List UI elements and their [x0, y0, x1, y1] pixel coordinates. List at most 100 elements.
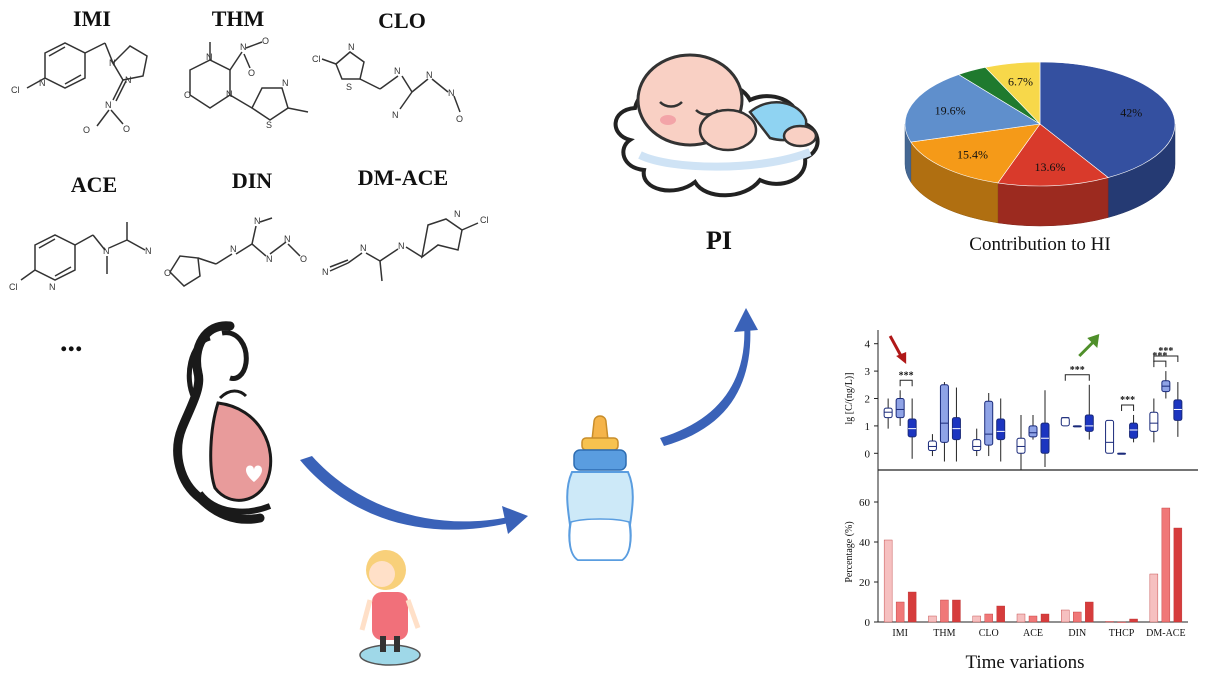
box-rect [996, 418, 1006, 441]
svg-text:N: N [284, 234, 291, 244]
bar [1040, 613, 1050, 623]
significance-bracket [1064, 374, 1090, 381]
bar-ylabel: Percentage (%) [844, 521, 855, 582]
box-ytick-label-4: 4 [865, 339, 871, 351]
svg-text:Cl: Cl [11, 85, 20, 95]
bar [1173, 527, 1183, 623]
box-rect [1016, 437, 1026, 454]
bar [972, 615, 981, 623]
category-label-2: CLO [979, 628, 999, 639]
svg-text:Cl: Cl [312, 54, 321, 64]
svg-text:N: N [394, 66, 401, 76]
bar [1016, 613, 1026, 623]
transfer-arrow-to-bottle [300, 456, 528, 534]
baby-bottle-icon [566, 415, 634, 561]
svg-text:N: N [282, 78, 289, 88]
trend-arrow-up [1078, 334, 1100, 358]
bar [883, 539, 893, 623]
molecule-label-clo: CLO [378, 8, 426, 33]
svg-text:N: N [360, 243, 367, 253]
box-rect [883, 407, 893, 419]
bar [1028, 615, 1038, 623]
bar [907, 591, 917, 623]
box-rect [927, 440, 937, 452]
molecule-label-din: DIN [231, 168, 273, 193]
svg-text:N: N [125, 75, 132, 85]
svg-text:N: N [398, 241, 405, 251]
box-ytick-label-0: 0 [865, 448, 871, 460]
svg-text:N: N [322, 267, 329, 277]
bar [952, 599, 961, 623]
svg-text:Cl: Cl [9, 282, 18, 292]
molecule-structure-dm-ace: N N N N Cl [322, 209, 489, 282]
molecule-structure-clo: Cl NS N N N N O [312, 42, 463, 124]
svg-text:O: O [164, 268, 171, 278]
svg-text:N: N [426, 70, 433, 80]
box-rect [1084, 414, 1094, 432]
svg-text:N: N [226, 89, 233, 99]
bar [984, 613, 993, 623]
svg-text:O: O [83, 125, 90, 135]
child-on-scale-icon [359, 550, 421, 666]
svg-text:N: N [230, 244, 237, 254]
svg-text:N: N [348, 42, 355, 52]
category-label-0: IMI [892, 628, 908, 639]
pregnant-woman-icon [173, 321, 273, 524]
molecule-structure-imi: Cl N NN N O O [11, 42, 148, 135]
svg-text:N: N [448, 88, 455, 98]
significance-bracket [1121, 404, 1135, 411]
bar [940, 599, 949, 623]
svg-text:N: N [145, 246, 152, 256]
bar [1073, 611, 1082, 623]
svg-text:O: O [300, 254, 307, 264]
svg-text:N: N [49, 282, 56, 292]
svg-text:O: O [456, 114, 463, 124]
sleeping-infant-icon [613, 53, 820, 198]
svg-text:N: N [266, 254, 273, 264]
molecule-structure-din: O N N N N O [164, 216, 307, 287]
svg-text:N: N [103, 246, 110, 256]
box-rect [1060, 417, 1070, 427]
svg-text:O: O [184, 90, 191, 100]
trend-arrow-down [888, 335, 907, 364]
svg-text:N: N [39, 78, 46, 88]
bar [928, 615, 937, 623]
category-label-3: ACE [1023, 628, 1043, 639]
box-rect [1173, 399, 1183, 421]
pie-slice-2 [910, 123, 1041, 184]
molecule-structure-ace: N Cl N N [9, 222, 152, 292]
pie-slice-3 [904, 74, 1041, 143]
significance-mark: *** [1152, 351, 1167, 362]
significance-mark: *** [1070, 365, 1085, 376]
pie-slice-label-2: 15.4% [957, 147, 988, 161]
svg-text:O: O [262, 36, 269, 46]
box-rect [984, 400, 994, 446]
pie-slice-label-0: 42% [1120, 106, 1142, 120]
box-rect [972, 439, 982, 452]
pie-slice-label-1: 13.6% [1034, 160, 1065, 174]
pie-slice-5 [984, 61, 1041, 125]
bar-ytick-label-3: 60 [859, 497, 871, 509]
category-label-6: DM-ACE [1146, 628, 1185, 639]
bar [1105, 621, 1114, 623]
box-rect [907, 418, 917, 438]
box-ytick-label-3: 3 [865, 366, 871, 378]
svg-text:N: N [392, 110, 399, 120]
bar-ytick-label-0: 0 [865, 617, 871, 629]
molecule-label-imi: IMI [73, 6, 111, 31]
bar [996, 605, 1005, 623]
molecule-structure-thm: NNO N O O NS [184, 36, 309, 130]
more-compounds-ellipsis: ... [60, 325, 83, 358]
box-ylabel: lg [C/(ng/L)] [844, 373, 855, 425]
box-rect [1129, 422, 1139, 439]
svg-text:S: S [266, 120, 272, 130]
significance-mark: *** [899, 370, 914, 381]
box-rect [1105, 419, 1115, 454]
molecule-label-thm: THM [211, 6, 265, 31]
significance-mark: *** [1158, 346, 1173, 357]
svg-text:O: O [123, 124, 130, 134]
svg-text:N: N [105, 100, 112, 110]
category-label-1: THM [933, 628, 955, 639]
bar [1149, 573, 1159, 623]
